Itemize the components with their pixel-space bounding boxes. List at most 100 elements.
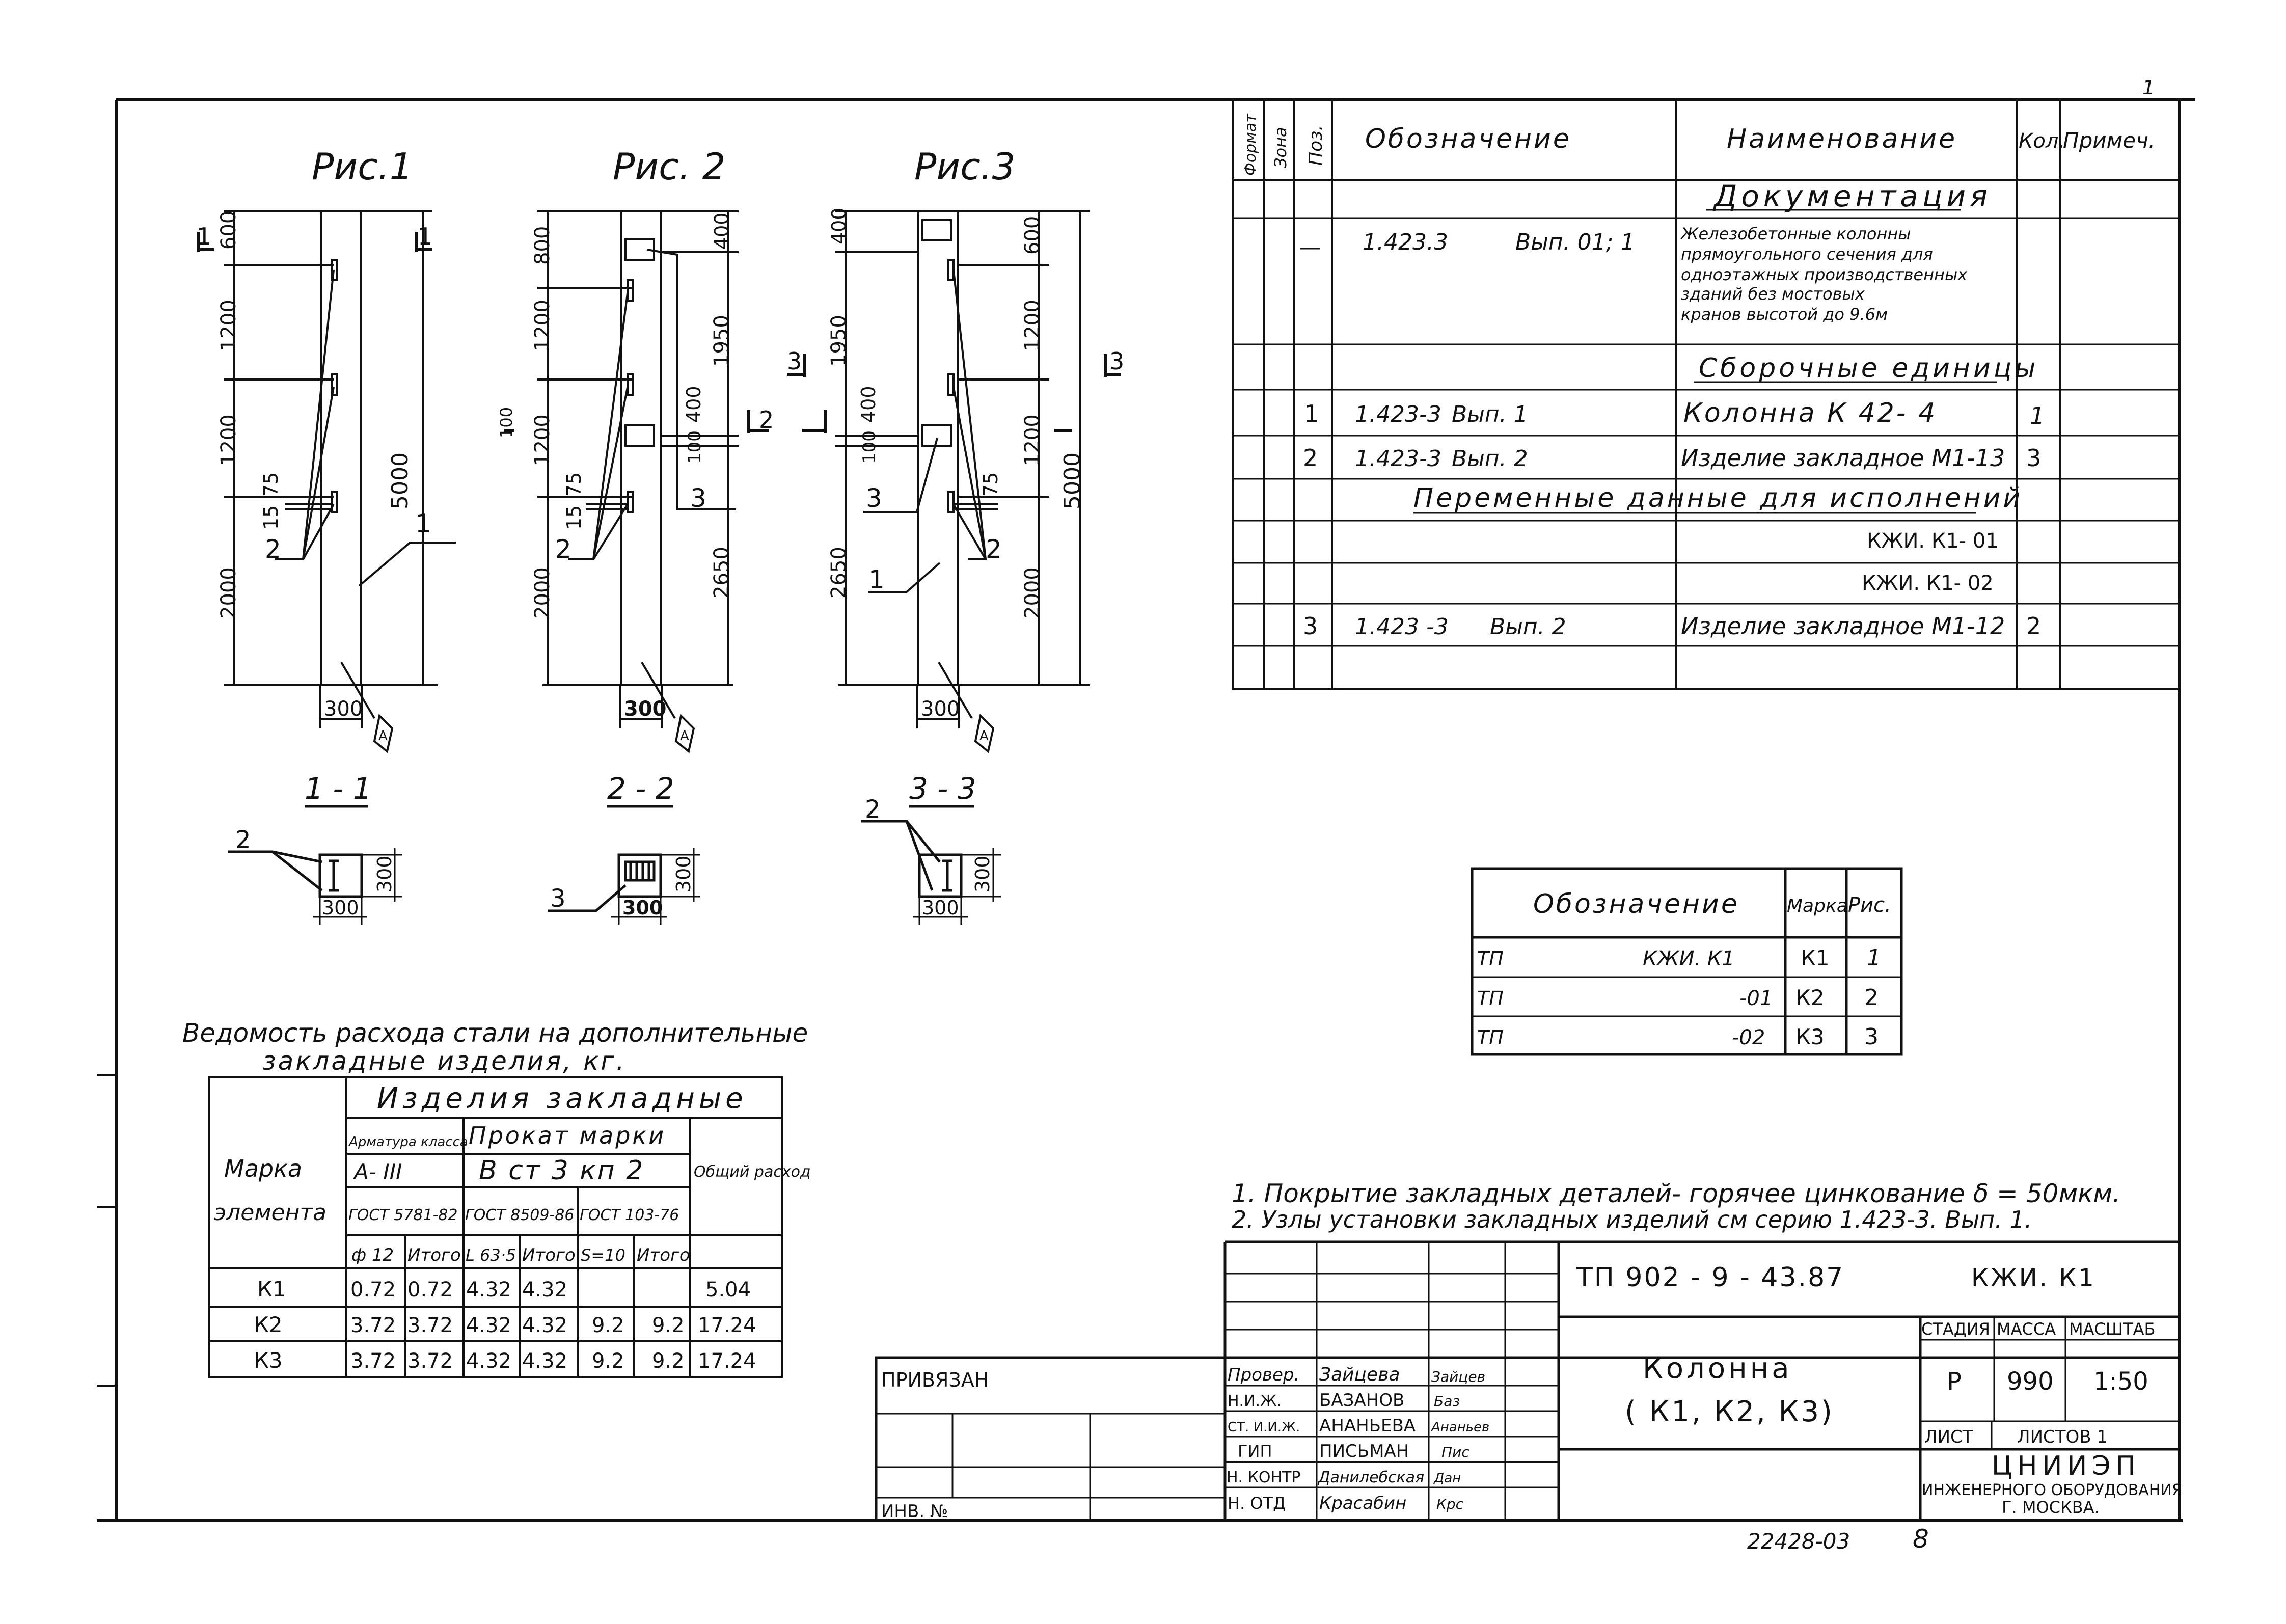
- steel-r1-v3: 4.32: [466, 1278, 511, 1302]
- tb-name-4: ПИСЬМАН: [1319, 1441, 1409, 1461]
- figure-3: Рис.3: [787, 145, 1124, 808]
- spec-doc-designation: 1.423.3: [1363, 229, 1448, 255]
- fig1-callout-1: 1: [415, 509, 431, 538]
- fig2-tag-right: 2: [759, 406, 774, 434]
- steel-r3-v1: 3.72: [350, 1349, 396, 1373]
- s1-dim-w: 300: [322, 897, 359, 919]
- vt-r1-mark: К1: [1801, 945, 1830, 970]
- spec-doc-name-3: одноэтажных производственных: [1681, 265, 1968, 284]
- fig2-sign: А: [680, 728, 689, 744]
- vt-h-fig: Рис.: [1848, 894, 1891, 917]
- tb-role-2: Н.И.Ж.: [1228, 1392, 1282, 1410]
- steel-r1-total: 5.04: [705, 1278, 751, 1302]
- steel-r3-mark: К3: [254, 1348, 283, 1373]
- tb-role-6: Н. ОТД: [1228, 1494, 1286, 1513]
- fig3-width-300: 300: [921, 697, 960, 721]
- spec-h-format: Формат: [1242, 113, 1260, 176]
- tb-sheet: ЛИСТ: [1924, 1427, 1973, 1447]
- vt-r2-fig: 2: [1864, 985, 1879, 1011]
- fig2-dim-1200b: 1200: [531, 414, 554, 466]
- tb-name-5: Данилебская: [1317, 1469, 1424, 1486]
- spec-row3-qty: 2: [2026, 612, 2041, 640]
- fig3-callout-2: 2: [986, 534, 1002, 564]
- title-block: ПРИВЯЗАН ИНВ. № ТП 902 - 9 - 43.87 КЖИ. …: [875, 1240, 2183, 1522]
- steel-h-gost-1: ГОСТ 5781-82: [348, 1206, 457, 1224]
- spec-h-qty: Кол.: [2019, 129, 2065, 153]
- steel-h-rolled-grade: В ст 3 кп 2: [479, 1155, 644, 1186]
- steel-h-total: Общий расход: [694, 1163, 811, 1181]
- fig3-dim-600: 600: [1021, 216, 1044, 255]
- tb-sign-6: Крс: [1436, 1496, 1464, 1512]
- fig3-callout-3: 3: [866, 483, 882, 513]
- fig3-callout-1: 1: [868, 565, 885, 594]
- vt-r3-mark: К3: [1795, 1024, 1825, 1049]
- fig3-tag-left: 3: [787, 347, 802, 375]
- tb-sign-1: Зайцев: [1431, 1368, 1485, 1385]
- section-2-title: 2 - 2: [607, 771, 674, 806]
- fig3-dim-1200b: 1200: [1021, 414, 1044, 466]
- fig1-sign: А: [378, 728, 388, 744]
- steel-r1-v4: 4.32: [522, 1278, 567, 1302]
- steel-r3-total: 17.24: [698, 1349, 756, 1373]
- fig1-callout-2: 2: [265, 534, 281, 564]
- steel-h-mark-2: элемента: [214, 1200, 326, 1226]
- spec-table: Формат Зона Поз. Обозначение Наименовани…: [1232, 99, 2180, 690]
- tb-mark: КЖИ. К1: [1971, 1264, 2096, 1292]
- sheet-mark: 1: [2142, 76, 2155, 99]
- tb-inv: ИНВ. №: [881, 1501, 948, 1522]
- steel-h-col-2: Итого: [407, 1245, 461, 1265]
- s3-dim-h: 300: [971, 855, 994, 892]
- steel-schedule: Ведомость расхода стали на дополнительны…: [182, 1018, 811, 1378]
- steel-r1-v1: 0.72: [350, 1278, 396, 1302]
- tb-name-3: АНАНЬЕВА: [1319, 1416, 1416, 1436]
- fig3-dim-100: 100: [859, 430, 880, 464]
- steel-h-col-5: S=10: [581, 1246, 625, 1265]
- fig3-dim-400a: 400: [828, 207, 850, 245]
- fig1-dim-600: 600: [217, 211, 240, 250]
- spec-doc-issue: Вып. 01; 1: [1515, 229, 1635, 255]
- section-1-title: 1 - 1: [305, 771, 372, 806]
- steel-h-mark-1: Марка: [224, 1155, 302, 1182]
- fig2-dim-1200a: 1200: [531, 300, 554, 351]
- tb-sign-5: Дан: [1433, 1471, 1461, 1486]
- fig1-dim-15: 15: [260, 505, 282, 530]
- fig1-width-300: 300: [324, 697, 363, 721]
- spec-variant-1: КЖИ. К1- 01: [1867, 529, 1999, 553]
- footer-page: 8: [1913, 1524, 1929, 1554]
- steel-r2-total: 17.24: [698, 1314, 756, 1337]
- tb-sign-4: Пис: [1441, 1444, 1469, 1460]
- vt-r2-prefix: ТП: [1477, 987, 1504, 1010]
- steel-title-1: Ведомость расхода стали на дополнительны…: [182, 1018, 808, 1048]
- steel-r2-v3: 4.32: [466, 1314, 511, 1337]
- steel-title-2: закладные изделия, кг.: [262, 1046, 627, 1076]
- spec-variable-heading: Переменные данные для исполнений: [1413, 483, 2023, 513]
- spec-h-designation: Обозначение: [1365, 124, 1571, 154]
- fig1-tag-left: 1: [197, 223, 211, 250]
- variant-table: Обозначение Марка Рис. ТП КЖИ. К1 К1 1 Т…: [1471, 867, 1903, 1056]
- steel-h-rolled: Прокат марки: [469, 1122, 666, 1149]
- tb-role-4: ГИП: [1238, 1442, 1272, 1461]
- s1-dim-h: 300: [373, 855, 396, 892]
- spec-row2-qty: 3: [2026, 444, 2041, 472]
- steel-r2-v5: 9.2: [592, 1314, 624, 1337]
- fig2-dim-100: 100: [497, 407, 516, 438]
- fig3-dim-1950: 1950: [827, 315, 851, 367]
- fig3-sign: А: [979, 728, 989, 744]
- steel-r2-mark: К2: [254, 1312, 283, 1337]
- steel-r3-v3: 4.32: [466, 1349, 511, 1373]
- tb-name-6: Красабин: [1319, 1493, 1406, 1513]
- s3-callout-2: 2: [865, 795, 881, 824]
- fig2-width-300: 300: [624, 697, 667, 721]
- figure-1: Рис.1: [197, 145, 456, 808]
- steel-r2-v1: 3.72: [350, 1314, 396, 1337]
- spec-doc-heading: Документация: [1712, 179, 1992, 213]
- spec-h-zone: Зона: [1271, 127, 1290, 168]
- vt-h-designation: Обозначение: [1533, 889, 1739, 919]
- tb-org-2: ИНЖЕНЕРНОГО ОБОРУДОВАНИЯ: [1922, 1481, 2183, 1499]
- spec-h-note: Примеч.: [2063, 128, 2155, 153]
- fig1-dim-2000: 2000: [217, 567, 240, 619]
- fig2-dim-100b: 100: [685, 430, 705, 464]
- s2-dim-w: 300: [622, 897, 663, 919]
- spec-doc-name-4: зданий без мостовых: [1681, 284, 1865, 304]
